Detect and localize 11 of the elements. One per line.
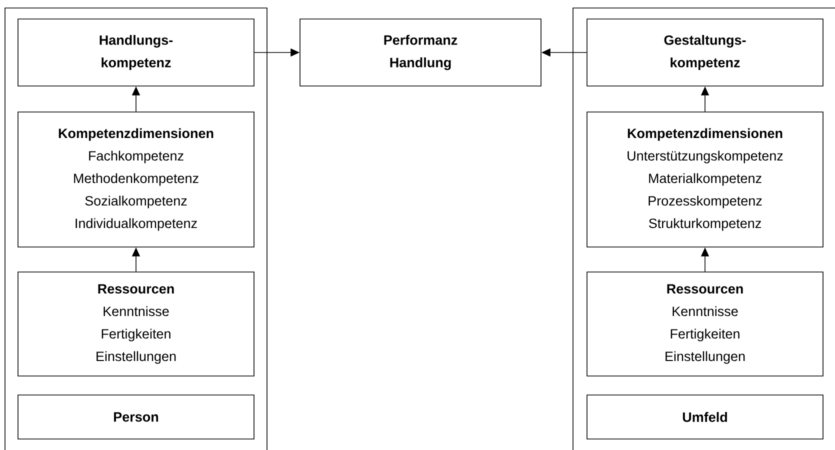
list-box: Ressourcen Kenntnisse Fertigkeiten Einstellungen [18,272,254,376]
column-frame [4,8,268,450]
list-box: Kompetenzdimensionen Fachkompetenz Methodenkompetenz Sozialkompetenz Individualkompetenz [18,112,254,248]
list-box: Kompetenzdimensionen Unterstützungskompetenz Materialkompetenz Prozesskompetenz Strukturkompetenz [586,112,824,248]
text-box: Gestaltungs- kompetenz [586,18,824,86]
text-box: Umfeld [586,394,824,440]
list-box: Ressourcen Kenntnisse Fertigkeiten Einstellungen [586,272,824,376]
text-box: Handlungs- kompetenz [18,18,254,86]
text-box: Performanz Handlung [300,18,542,86]
column-frame [572,8,835,450]
text-box: Person [18,394,254,440]
